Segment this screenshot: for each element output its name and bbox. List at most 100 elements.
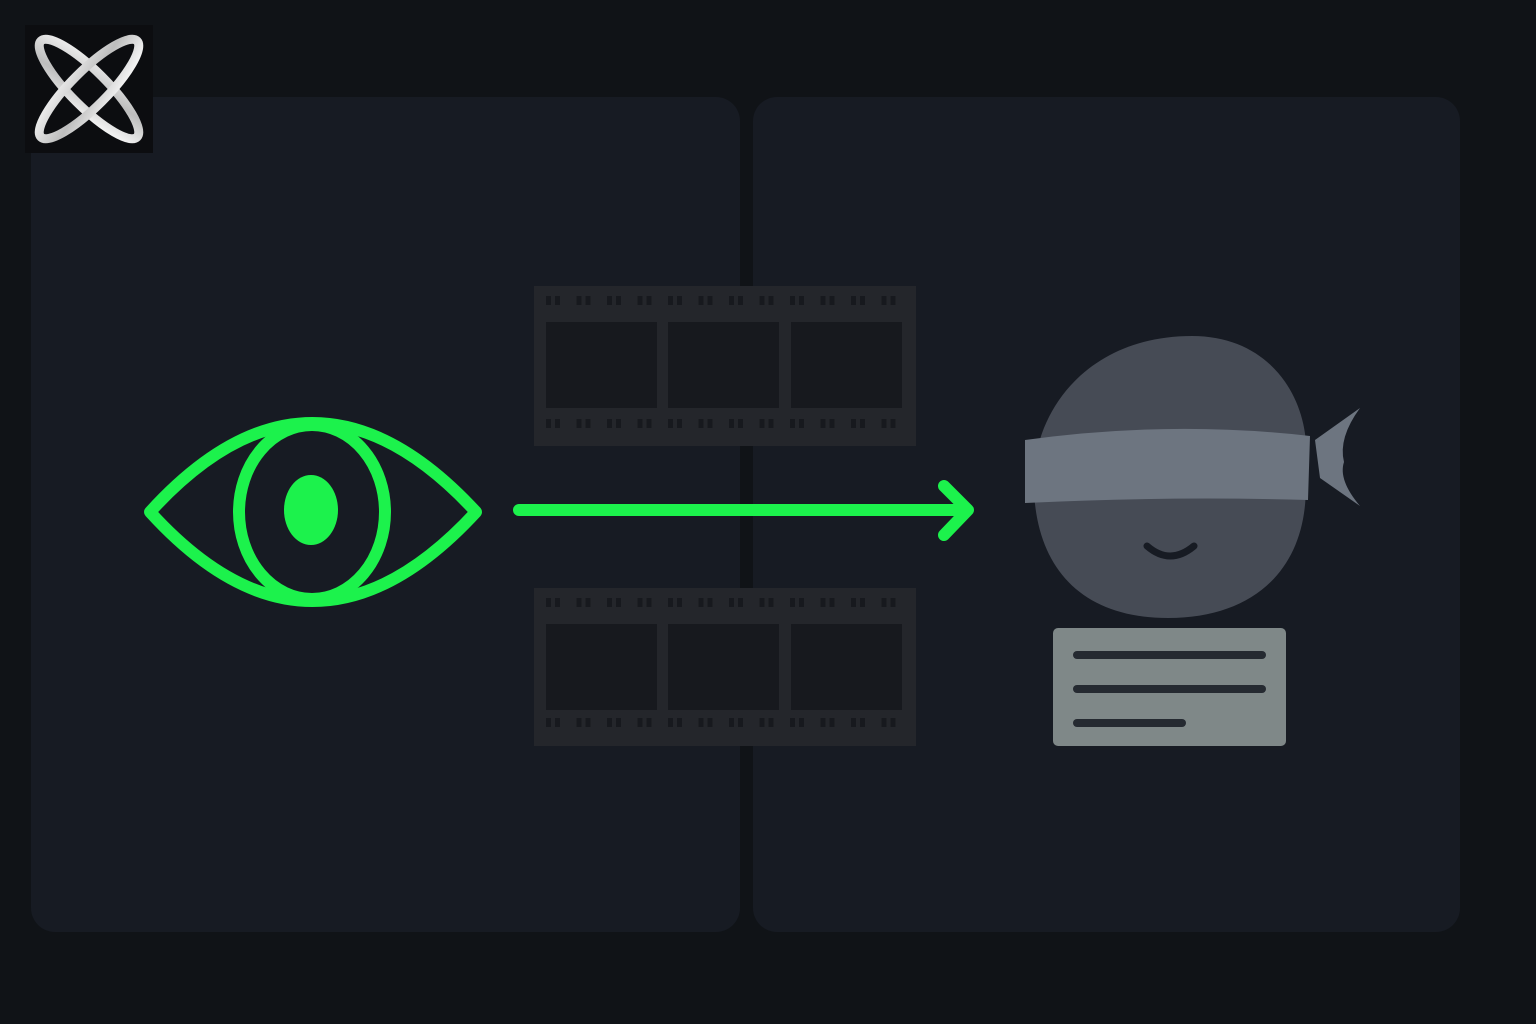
film-perforation [707, 718, 713, 727]
film-perforation [890, 419, 896, 428]
film-perforation [759, 598, 765, 607]
film-perforation [860, 296, 865, 305]
film-perforation [607, 718, 612, 727]
film-perforation [677, 598, 682, 607]
film-perforation [829, 419, 835, 428]
film-perforation [546, 718, 551, 727]
film-perforation [729, 419, 734, 428]
film-frame [668, 322, 779, 408]
film-perforation [646, 598, 652, 607]
film-perforation [768, 296, 774, 305]
film-perforation [790, 598, 795, 607]
film-perforation [768, 598, 774, 607]
film-perforation [799, 718, 804, 727]
film-perforation [576, 718, 582, 727]
film-perforation [637, 419, 643, 428]
film-perforation [698, 598, 704, 607]
film-perforation [851, 296, 856, 305]
film-perforation [585, 296, 591, 305]
film-perforation [646, 296, 652, 305]
film-perforation [668, 419, 673, 428]
arrow-right-icon [513, 480, 974, 541]
film-perforation [555, 718, 560, 727]
film-perforation [616, 296, 621, 305]
film-perforation [759, 718, 765, 727]
film-perforation [738, 718, 743, 727]
film-perforation [829, 718, 835, 727]
film-perforation [768, 419, 774, 428]
film-perforation [768, 718, 774, 727]
film-perforation [738, 296, 743, 305]
film-perforation [890, 598, 896, 607]
film-frame [546, 322, 657, 408]
brand-logo [25, 25, 153, 153]
film-perforation [729, 598, 734, 607]
film-perforation [851, 718, 856, 727]
film-perforations-top [546, 598, 896, 607]
film-perforation [890, 718, 896, 727]
film-perforation [881, 419, 887, 428]
blindfolded-figure-icon [1025, 336, 1360, 618]
film-perforation [820, 598, 826, 607]
film-perforation [677, 419, 682, 428]
film-frame [791, 624, 902, 710]
film-perforation [851, 419, 856, 428]
film-perforation [677, 718, 682, 727]
film-perforation [799, 598, 804, 607]
film-perforation [585, 419, 591, 428]
film-perforation [738, 598, 743, 607]
film-perforation [829, 296, 835, 305]
film-perforation [881, 598, 887, 607]
film-perforations-bottom [546, 718, 896, 727]
film-perforation [637, 718, 643, 727]
film-strip-icon [534, 286, 916, 446]
film-perforation [637, 598, 643, 607]
film-perforation [677, 296, 682, 305]
blindfold-knot [1315, 408, 1360, 506]
film-perforation [616, 598, 621, 607]
film-perforation [668, 296, 673, 305]
film-perforation [759, 296, 765, 305]
film-perforation [820, 419, 826, 428]
film-perforation [799, 419, 804, 428]
eye-icon [144, 417, 482, 607]
film-perforation [576, 296, 582, 305]
film-perforation [790, 296, 795, 305]
film-perforation [576, 598, 582, 607]
film-perforation [646, 419, 652, 428]
film-perforation [585, 598, 591, 607]
film-perforation [616, 419, 621, 428]
film-perforation [729, 296, 734, 305]
film-perforation [820, 718, 826, 727]
film-perforation [668, 598, 673, 607]
film-perforation [729, 718, 734, 727]
film-perforation [646, 718, 652, 727]
text-lines-icon [1053, 628, 1286, 746]
film-perforation [555, 598, 560, 607]
film-perforation [585, 718, 591, 727]
film-perforation [698, 419, 704, 428]
blindfold [1025, 428, 1310, 503]
film-perforation [890, 296, 896, 305]
film-perforation [607, 296, 612, 305]
film-perforation [637, 296, 643, 305]
film-perforation [668, 718, 673, 727]
film-perforation [820, 296, 826, 305]
film-perforation [546, 296, 551, 305]
film-perforation [881, 296, 887, 305]
film-perforation [698, 296, 704, 305]
film-perforation [881, 718, 887, 727]
film-perforation [851, 598, 856, 607]
film-perforation [860, 598, 865, 607]
film-frame [668, 624, 779, 710]
film-perforation [616, 718, 621, 727]
smile [1143, 542, 1198, 560]
film-perforation [860, 419, 865, 428]
film-perforation [546, 598, 551, 607]
film-perforation [555, 419, 560, 428]
film-perforation [759, 419, 765, 428]
film-perforation [738, 419, 743, 428]
film-strip-icon [534, 588, 916, 746]
